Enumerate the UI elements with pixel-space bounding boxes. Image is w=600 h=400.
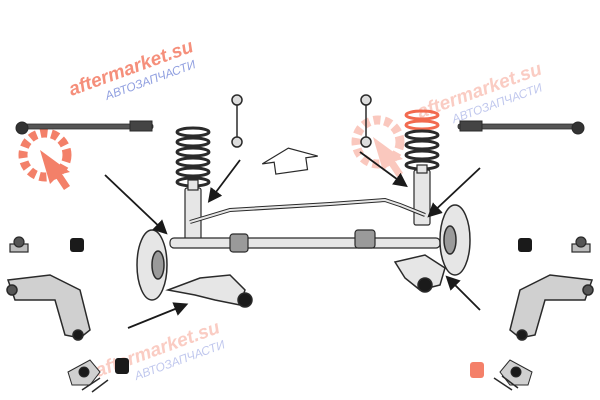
bushing-bottom-right-2-icon	[470, 362, 484, 378]
coil-spring-right-icon	[404, 109, 440, 171]
arrow-to-left-arm	[127, 302, 189, 329]
coil-spring-left-icon	[175, 126, 211, 188]
forward-direction-arrow-icon	[261, 147, 318, 175]
tie-rod-left-icon	[15, 120, 154, 135]
shock-absorber-right-icon	[413, 164, 431, 226]
arrow-to-left-strut	[207, 159, 241, 203]
brake-disc-right-icon	[439, 204, 471, 276]
bushing-top-right-icon	[518, 238, 532, 252]
control-arm-right-main-icon	[393, 254, 446, 293]
stabilizer-link-left-icon	[231, 94, 243, 148]
arrow-to-left-hub	[104, 174, 168, 235]
bolt-set-right-icon	[493, 375, 519, 391]
ball-joint-left-icon	[9, 236, 29, 253]
control-arm-left-main-icon	[165, 274, 253, 308]
steering-rack-icon	[169, 229, 441, 253]
watermark-logo-left	[18, 128, 72, 190]
bushing-top-left-icon	[70, 238, 84, 252]
control-arm-left-side-icon	[6, 274, 91, 341]
bushing-bottom-left-2-icon	[115, 358, 129, 374]
watermark-bottom: aftermarket.su АВТОЗАПЧАСТИ	[93, 317, 228, 383]
arrow-to-right-strut	[359, 151, 408, 188]
pointer-arrows	[104, 151, 481, 329]
watermark-top-left: aftermarket.su АВТОЗАПЧАСТИ	[66, 36, 198, 103]
control-arm-right-side-icon	[509, 274, 594, 341]
ball-joint-right-icon	[571, 236, 591, 253]
watermark-logo-right	[351, 115, 405, 177]
brake-disc-left-icon	[136, 229, 168, 301]
arrow-to-right-hub	[427, 167, 481, 218]
stabilizer-link-right-icon	[360, 94, 372, 148]
tie-rod-right-icon	[457, 120, 585, 135]
bushing-bottom-right-1-icon	[499, 359, 533, 386]
bushing-bottom-left-1-icon	[67, 359, 101, 386]
bolt-set-left-icon	[81, 377, 109, 393]
shock-absorber-left-icon	[184, 179, 202, 244]
arrow-to-right-arm	[445, 275, 481, 311]
